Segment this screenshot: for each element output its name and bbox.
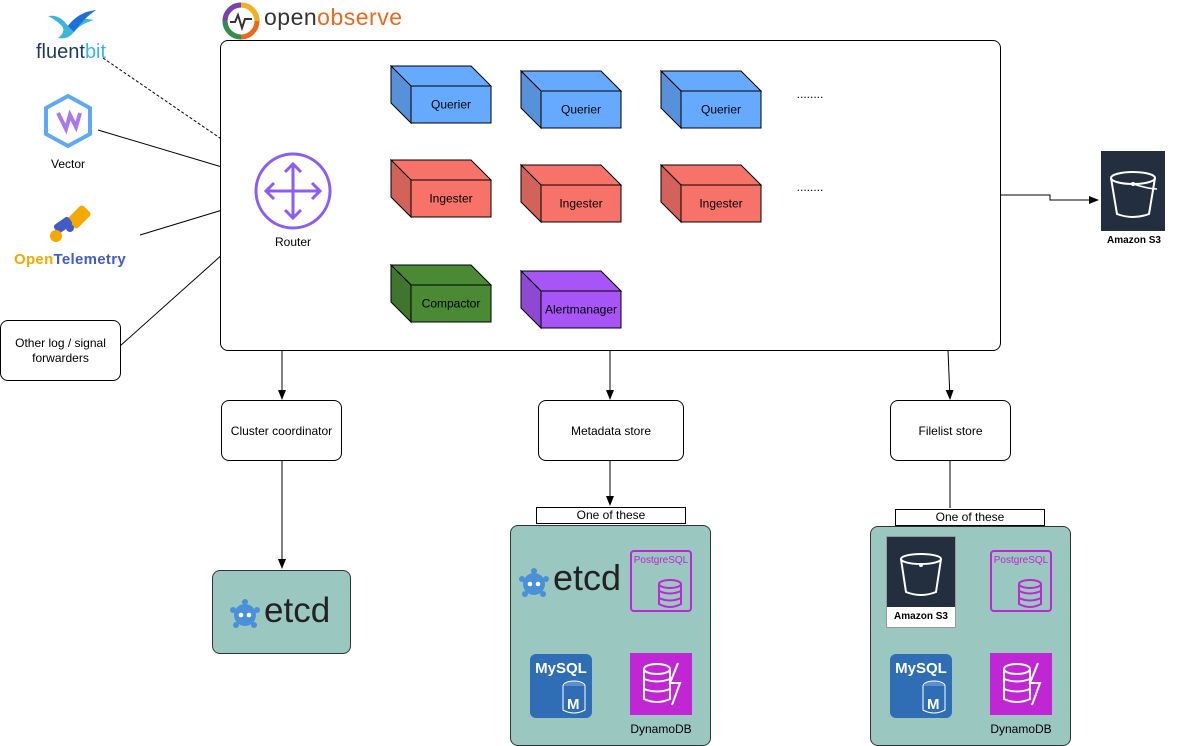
mysql-label: MySQL bbox=[535, 660, 587, 677]
ingester-2-node: Ingester bbox=[520, 164, 623, 224]
mysql-badge: M bbox=[567, 696, 580, 713]
filelist-s3-label: Amazon S3 bbox=[894, 611, 948, 622]
other-forwarders-box: Other log / signal forwarders bbox=[0, 320, 121, 381]
mysql-badge: M bbox=[927, 696, 940, 713]
querier-3-node: Querier bbox=[660, 70, 763, 130]
metadata-etcd-logo bbox=[518, 567, 550, 602]
mysql-database-icon: M bbox=[562, 680, 586, 714]
other-forwarders-line2: forwarders bbox=[32, 350, 89, 365]
filelist-one-of-these: One of these bbox=[895, 509, 1045, 526]
fluentbit-logo bbox=[44, 6, 100, 49]
mysql-database-icon: M bbox=[922, 680, 946, 714]
querier-3-label: Querier bbox=[701, 103, 741, 117]
hummingbird-icon bbox=[48, 10, 96, 39]
metadata-mysql: MySQL M bbox=[530, 654, 592, 718]
brand-open: open bbox=[264, 4, 318, 30]
metadata-store-box: Metadata store bbox=[538, 400, 684, 461]
database-icon bbox=[658, 579, 682, 608]
s3-bucket-icon bbox=[900, 553, 942, 596]
metadata-dynamodb-label: DynamoDB bbox=[630, 722, 692, 736]
database-icon bbox=[1018, 579, 1042, 608]
filelist-mysql: MySQL M bbox=[890, 654, 952, 718]
compactor-label: Compactor bbox=[422, 297, 481, 311]
telescope-icon bbox=[50, 205, 91, 242]
router bbox=[254, 152, 332, 233]
openobserve-logo-icon bbox=[222, 2, 260, 40]
filelist-store-box: Filelist store bbox=[890, 400, 1011, 461]
etcd-icon bbox=[230, 599, 260, 628]
ingester-2-label: Ingester bbox=[559, 197, 602, 211]
router-label: Router bbox=[274, 235, 312, 249]
ingester-3-node: Ingester bbox=[660, 164, 763, 224]
filelist-s3: Amazon S3 bbox=[886, 536, 956, 628]
fluentbit-bit: bit bbox=[84, 41, 107, 63]
other-forwarders-line1: Other log / signal bbox=[15, 335, 106, 350]
otel-open: Open bbox=[14, 251, 54, 268]
vector-label: Vector bbox=[50, 157, 86, 171]
alertmanager-node: Alertmanager bbox=[520, 270, 623, 330]
filelist-dynamodb-label: DynamoDB bbox=[990, 722, 1052, 736]
ingester-3-label: Ingester bbox=[699, 197, 742, 211]
opentelemetry-wordmark: OpenTelemetry bbox=[14, 251, 126, 268]
cluster-filelist-arrow bbox=[945, 349, 954, 400]
router-icon bbox=[254, 152, 332, 230]
cluster-s3-arrow bbox=[1000, 194, 1099, 204]
querier-2-node: Querier bbox=[520, 70, 623, 130]
querier-ellipsis: ........ bbox=[796, 87, 824, 101]
metadata-dynamodb bbox=[630, 653, 692, 715]
filelist-postgresql: PostgreSQL bbox=[990, 550, 1052, 612]
dynamodb-icon bbox=[643, 662, 682, 706]
otel-telemetry: Telemetry bbox=[53, 251, 127, 268]
openobserve-logo bbox=[221, 1, 261, 44]
openobserve-wordmark: openobserve bbox=[264, 4, 403, 31]
dynamodb-icon bbox=[1003, 662, 1042, 706]
opentelemetry-logo bbox=[44, 200, 100, 251]
postgresql-label: PostgreSQL bbox=[993, 555, 1049, 566]
querier-2-label: Querier bbox=[561, 103, 601, 117]
vector-logo bbox=[42, 93, 94, 152]
ingester-1-node: Ingester bbox=[390, 159, 493, 219]
brand-observe: observe bbox=[317, 4, 403, 30]
s3-bucket-icon bbox=[1110, 171, 1158, 218]
amazon-s3-storage bbox=[1101, 151, 1165, 231]
fluentbit-fluent: fluent bbox=[36, 41, 85, 63]
ingester-ellipsis: ........ bbox=[796, 180, 824, 194]
mysql-label: MySQL bbox=[895, 660, 947, 677]
etcd-logo bbox=[229, 598, 261, 633]
postgresql-label: PostgreSQL bbox=[633, 555, 689, 566]
querier-1-label: Querier bbox=[431, 98, 471, 112]
alertmanager-label: Alertmanager bbox=[545, 303, 617, 317]
metadata-etcd-wordmark: etcd bbox=[553, 557, 622, 598]
vector-icon bbox=[44, 93, 92, 149]
amazon-s3-label: Amazon S3 bbox=[1107, 235, 1161, 246]
metadata-one-of-these: One of these bbox=[536, 507, 686, 524]
compactor-node: Compactor bbox=[390, 264, 493, 324]
etcd-icon bbox=[519, 568, 549, 597]
metadata-postgresql: PostgreSQL bbox=[630, 550, 692, 612]
etcd-wordmark: etcd bbox=[264, 591, 331, 630]
filelist-dynamodb bbox=[990, 653, 1052, 715]
ingester-1-label: Ingester bbox=[429, 192, 472, 206]
querier-1-node: Querier bbox=[390, 65, 493, 125]
fluentbit-wordmark: fluentbit bbox=[36, 41, 106, 64]
cluster-coordinator-box: Cluster coordinator bbox=[221, 400, 342, 461]
